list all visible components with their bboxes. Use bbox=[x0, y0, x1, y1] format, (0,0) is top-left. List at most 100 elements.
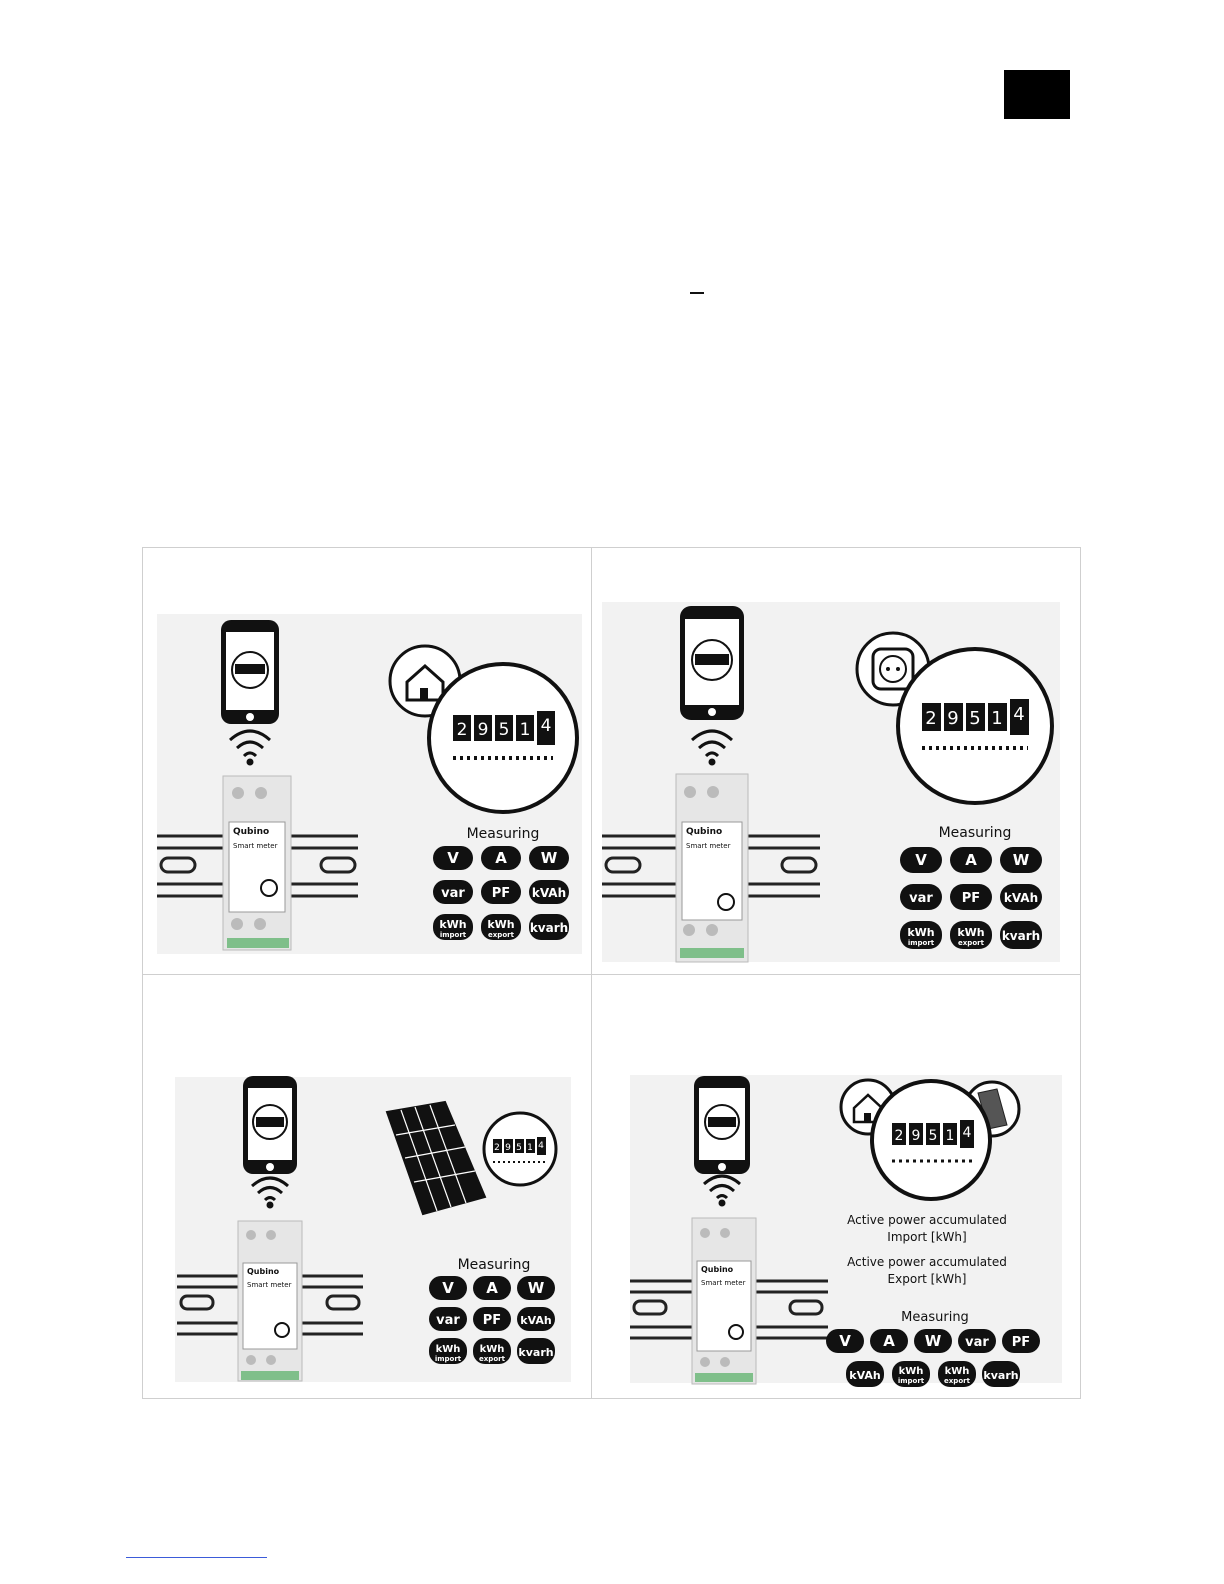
badge-w: W bbox=[541, 849, 558, 867]
panel-house-svg: Qubino Smart meter 2 9 bbox=[157, 620, 579, 951]
badge-v: V bbox=[839, 1332, 851, 1350]
digit: 1 bbox=[520, 720, 531, 740]
digit: 4 bbox=[541, 716, 552, 736]
digit: 4 bbox=[963, 1125, 972, 1141]
badge-v: V bbox=[915, 851, 927, 869]
badge-kwh-import: kWh bbox=[899, 1366, 924, 1377]
meter-dial: 2 9 5 1 4 bbox=[427, 662, 579, 814]
digit: 2 bbox=[925, 708, 936, 729]
badge-var: var bbox=[965, 1335, 989, 1350]
panel-solar-svg: Qubino Smart meter 2 9 bbox=[177, 1076, 558, 1382]
digit: 2 bbox=[895, 1128, 904, 1144]
illustration-grid: Qubino Smart meter 2 9 bbox=[142, 547, 1081, 1399]
badge-v: V bbox=[442, 1279, 454, 1297]
badge-a: A bbox=[486, 1279, 498, 1297]
badge-grid: V A W var PF kVAh kWh import kWh export … bbox=[900, 847, 1042, 949]
import-line1: Active power accumulated bbox=[847, 1213, 1007, 1227]
wifi-icon bbox=[251, 1176, 289, 1209]
badge-grid: V A W var PF kVAh kWh import kWh export … bbox=[826, 1329, 1040, 1387]
digit: 4 bbox=[538, 1141, 544, 1151]
badge-kvah: kVAh bbox=[520, 1314, 551, 1327]
digit: 9 bbox=[947, 708, 958, 729]
page-corner-tab bbox=[1004, 70, 1070, 119]
badge-kwh-export: kWh bbox=[487, 918, 514, 931]
badge-pf: PF bbox=[483, 1313, 501, 1328]
wifi-icon bbox=[703, 1174, 741, 1207]
badge-w: W bbox=[1013, 851, 1030, 869]
digit: 9 bbox=[505, 1143, 511, 1153]
wifi-icon bbox=[690, 729, 734, 766]
digit: 2 bbox=[457, 720, 468, 740]
phone-icon bbox=[694, 1076, 750, 1174]
badge-pf: PF bbox=[492, 886, 510, 901]
export-line1: Active power accumulated bbox=[847, 1255, 1007, 1269]
digit: 5 bbox=[499, 720, 510, 740]
badge-export: export bbox=[479, 1355, 506, 1363]
badge-a: A bbox=[495, 849, 507, 867]
measuring-label: Measuring bbox=[458, 1257, 531, 1273]
badge-import: import bbox=[435, 1355, 462, 1363]
device-brand: Qubino bbox=[701, 1265, 734, 1274]
badge-kwh-import: kWh bbox=[907, 926, 934, 939]
phone-icon bbox=[221, 620, 279, 724]
badge-grid: V A W var PF kVAh kWh import kWh export … bbox=[429, 1276, 555, 1364]
panel-house-solar-svg: Qubino Smart meter 2 bbox=[630, 1076, 1040, 1387]
badge-kvarh: kvarh bbox=[518, 1346, 553, 1359]
meter-dial: 2 9 5 1 4 bbox=[896, 647, 1054, 805]
digit: 5 bbox=[969, 708, 980, 729]
phone-icon bbox=[243, 1076, 297, 1174]
measuring-label: Measuring bbox=[939, 825, 1012, 841]
measuring-label: Measuring bbox=[901, 1310, 969, 1325]
digit: 4 bbox=[1013, 704, 1024, 725]
device-subtitle: Smart meter bbox=[701, 1279, 746, 1287]
badge-grid: V A W var PF kVAh kWh import kWh export … bbox=[433, 846, 569, 940]
meter-dial: 2 9 5 1 4 bbox=[482, 1111, 558, 1187]
digit: 9 bbox=[912, 1128, 921, 1144]
badge-import: import bbox=[908, 939, 935, 947]
badge-kvarh: kvarh bbox=[983, 1369, 1018, 1382]
badge-var: var bbox=[441, 886, 465, 901]
badge-kvah: kVAh bbox=[1004, 891, 1038, 905]
wifi-icon bbox=[228, 729, 272, 766]
accumulated-labels: Active power accumulated Import [kWh] Ac… bbox=[847, 1213, 1007, 1286]
digit: 1 bbox=[527, 1143, 533, 1153]
export-line2: Export [kWh] bbox=[888, 1272, 967, 1286]
panel-solar: Qubino Smart meter 2 9 bbox=[143, 975, 592, 1398]
smart-meter-device: Qubino Smart meter bbox=[691, 1217, 757, 1385]
badge-import: import bbox=[898, 1377, 925, 1385]
badge-kwh-import: kWh bbox=[439, 918, 466, 931]
badge-export: export bbox=[488, 931, 515, 939]
device-subtitle: Smart meter bbox=[247, 1281, 292, 1289]
solar-panel-icon bbox=[385, 1100, 487, 1216]
panel-socket-svg: Qubino Smart meter 2 9 bbox=[602, 606, 1054, 963]
meter-dial: 2 9 5 1 4 bbox=[870, 1079, 992, 1201]
badge-var: var bbox=[909, 891, 933, 906]
device-subtitle: Smart meter bbox=[686, 842, 731, 850]
digit: 9 bbox=[478, 720, 489, 740]
digit: 2 bbox=[494, 1143, 500, 1153]
badge-kvah: kVAh bbox=[849, 1369, 880, 1382]
badge-a: A bbox=[965, 851, 977, 869]
digit: 1 bbox=[946, 1128, 955, 1144]
device-brand: Qubino bbox=[686, 827, 722, 837]
badge-export: export bbox=[944, 1377, 971, 1385]
badge-pf: PF bbox=[962, 891, 980, 906]
text-mark bbox=[690, 292, 704, 294]
device-brand: Qubino bbox=[247, 1267, 280, 1276]
digit: 1 bbox=[991, 708, 1002, 729]
panel-house-solar: Qubino Smart meter 2 bbox=[592, 975, 1080, 1398]
badge-w: W bbox=[925, 1332, 942, 1350]
phone-icon bbox=[680, 606, 744, 720]
smart-meter-device: Qubino Smart meter bbox=[237, 1220, 303, 1382]
smart-meter-device: Qubino Smart meter bbox=[675, 773, 749, 963]
badge-kwh-export: kWh bbox=[957, 926, 984, 939]
badge-pf: PF bbox=[1012, 1335, 1030, 1350]
badge-export: export bbox=[958, 939, 985, 947]
footer-link-underline[interactable] bbox=[126, 1557, 267, 1558]
digit: 5 bbox=[516, 1143, 522, 1153]
panel-socket: Qubino Smart meter 2 9 bbox=[592, 548, 1080, 975]
badge-kvarh: kvarh bbox=[1002, 929, 1040, 943]
badge-kwh-export: kWh bbox=[480, 1344, 505, 1355]
digit: 5 bbox=[929, 1128, 938, 1144]
badge-v: V bbox=[447, 849, 459, 867]
